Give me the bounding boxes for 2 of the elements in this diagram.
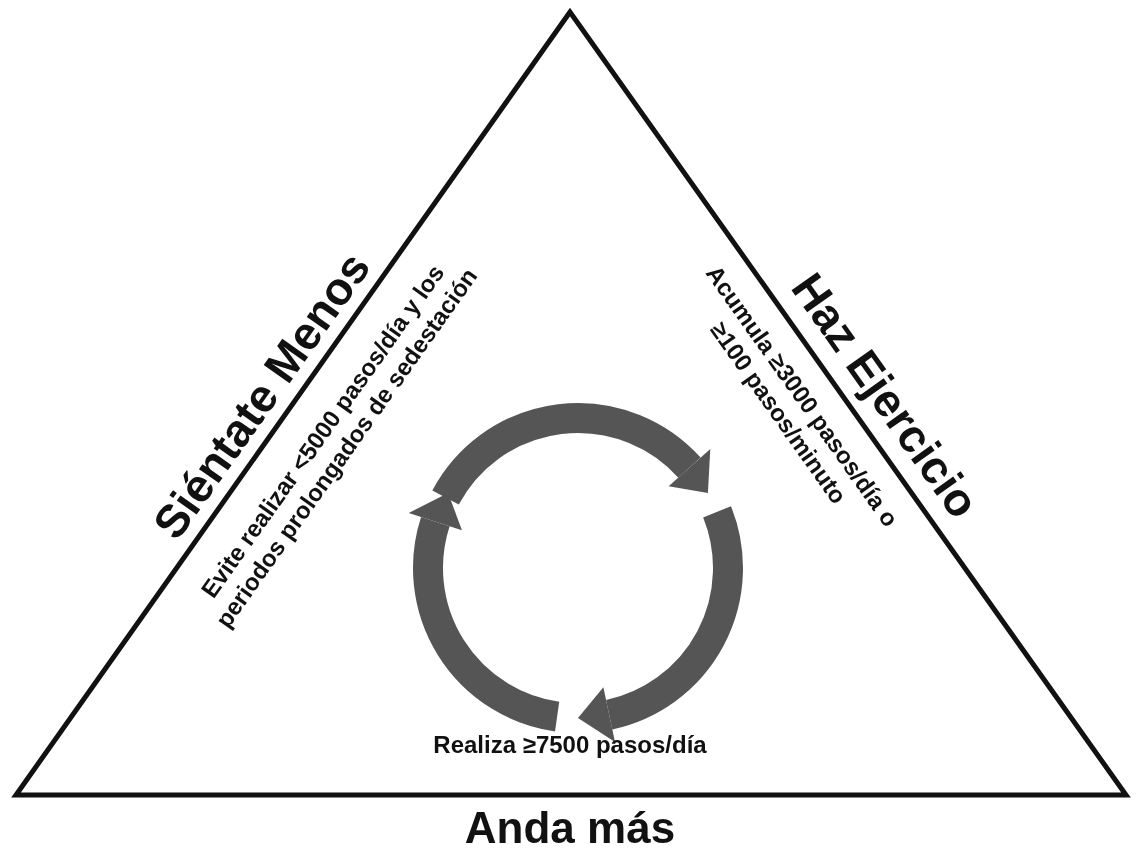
base-description: Realiza ≥7500 pasos/día xyxy=(432,730,708,760)
base-heading: Anda más xyxy=(463,801,677,854)
